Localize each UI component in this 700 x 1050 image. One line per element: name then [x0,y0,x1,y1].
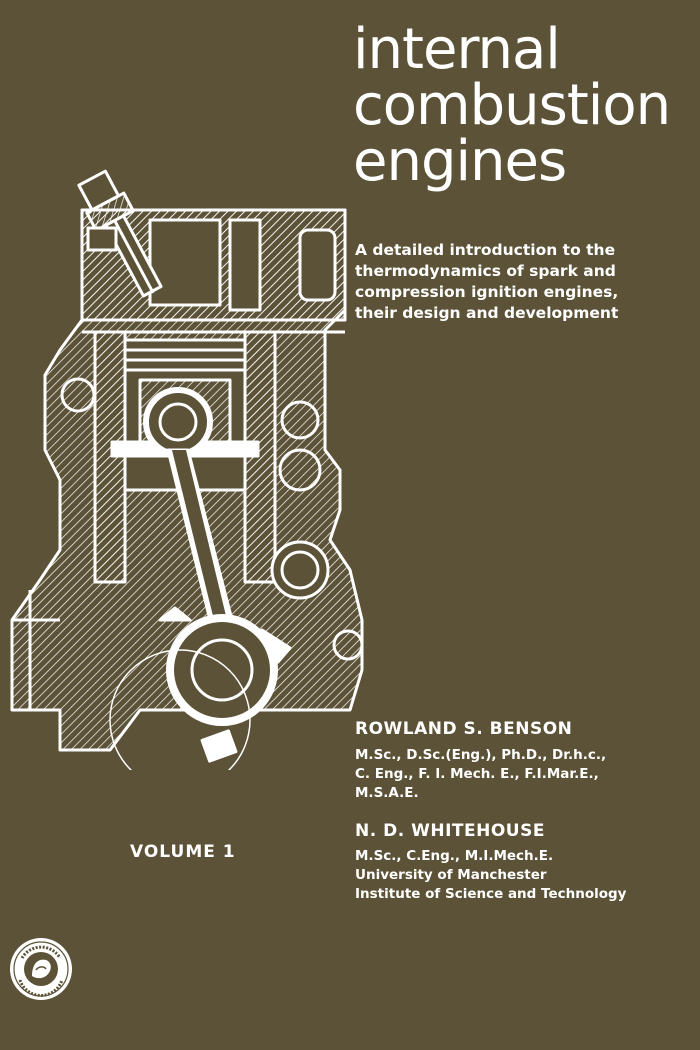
author-1-credential-line: C. Eng., F. I. Mech. E., F.I.Mar.E., [355,766,599,782]
author-2-credentials: M.Sc., C.Eng., M.I.Mech.E. University of… [355,847,626,904]
title-line-3: engines [353,129,567,194]
author-1-name: ROWLAND S. BENSON [355,719,573,739]
book-subtitle: A detailed introduction to the thermodyn… [355,240,695,324]
pergamon-international-library-logo-icon [10,938,72,1000]
author-2-affiliation-line: University of Manchester [355,867,547,883]
author-2-credential-line: M.Sc., C.Eng., M.I.Mech.E. [355,848,554,864]
author-2-name: N. D. WHITEHOUSE [355,821,545,841]
author-2-affiliation-line: Institute of Science and Technology [355,886,627,902]
author-1-credential-line: M.S.A.E. [355,785,419,801]
title-line-1: internal [353,17,561,82]
subtitle-line-2: thermodynamics of spark and [355,262,616,280]
book-title: internal combustion engines [353,22,698,190]
author-1-credential-line: M.Sc., D.Sc.(Eng.), Ph.D., Dr.h.c., [355,747,607,763]
title-line-2: combustion [353,73,671,138]
subtitle-line-4: their design and development [355,304,619,322]
author-1-credentials: M.Sc., D.Sc.(Eng.), Ph.D., Dr.h.c., C. E… [355,746,606,803]
engine-cross-section-illustration [10,169,364,770]
subtitle-line-3: compression ignition engines, [355,283,619,301]
volume-label: VOLUME 1 [130,842,236,862]
subtitle-line-1: A detailed introduction to the [355,241,616,259]
